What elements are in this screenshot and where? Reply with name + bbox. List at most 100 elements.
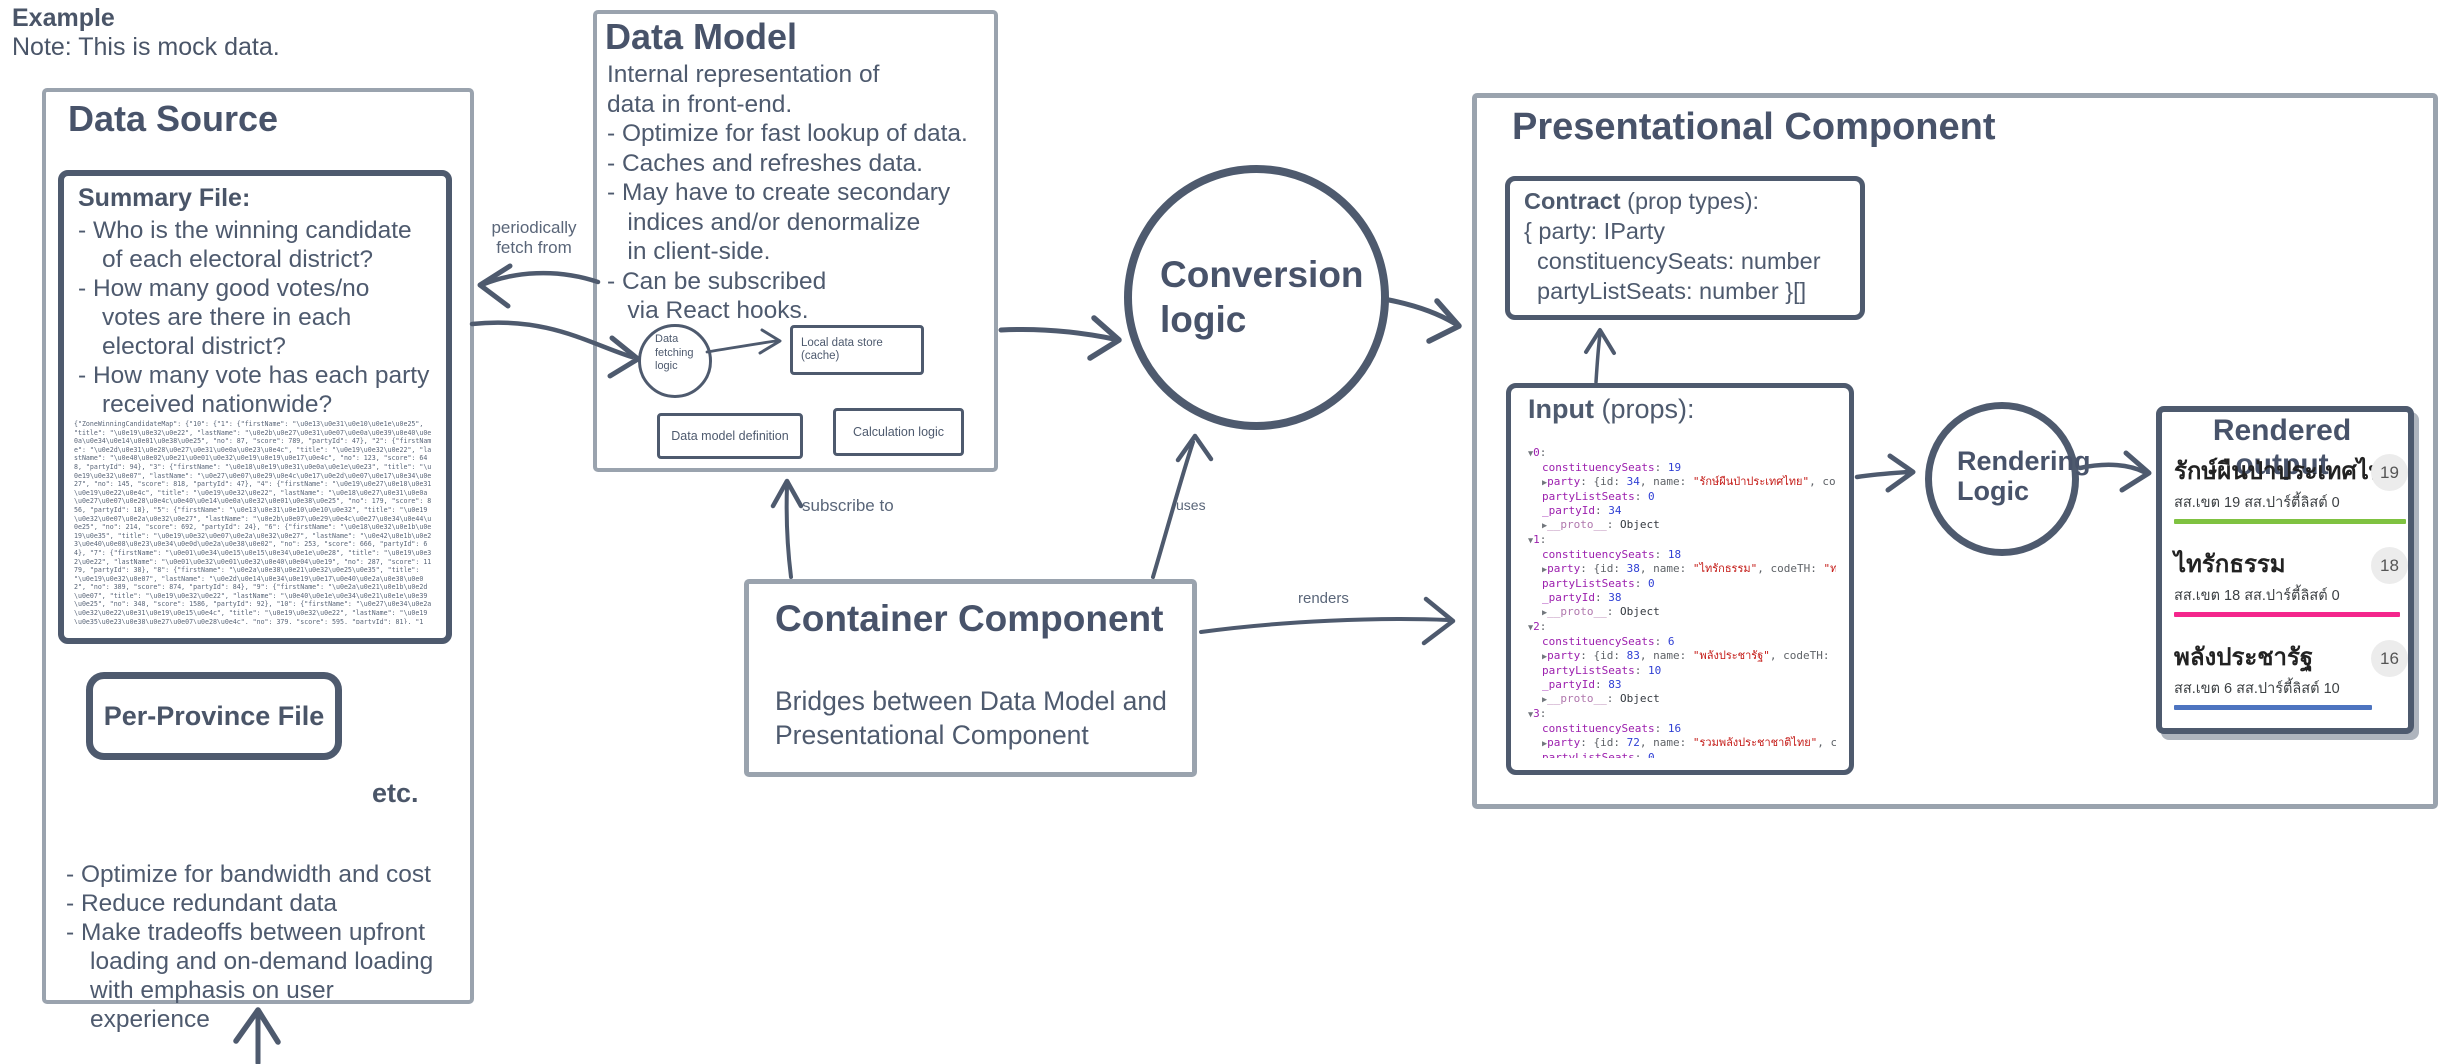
party-name: รักษ์ผืนป่าประเทศไทย xyxy=(2174,458,2399,485)
arrow-conversion-to-presentational xyxy=(1386,297,1462,344)
console-line: ▶party: {id: 72, name: "รวมพลังประชาชาติ… xyxy=(1542,736,1836,749)
arrow-model-to-conversion xyxy=(998,315,1122,361)
list-item: Local data store xyxy=(801,337,883,349)
local-data-store-label: Local data store(cache) xyxy=(801,337,883,363)
contract-heading-rest: (prop types): xyxy=(1620,188,1760,214)
party-seats-subtitle: สส.เขต 6 สส.ปาร์ตี้ลิสต์ 10 xyxy=(2174,681,2340,697)
console-line: ▼3: xyxy=(1528,707,1547,720)
input-heading-bold: Input xyxy=(1528,394,1594,424)
data-model-definition-label: Data model definition xyxy=(671,429,789,443)
label-periodically-fetch-line2: fetch from xyxy=(496,238,572,257)
presentational-component-title: Presentational Component xyxy=(1512,106,1996,148)
list-item: constituencySeats: number xyxy=(1524,248,1821,274)
note-subtitle: Note: This is mock data. xyxy=(12,33,280,61)
party-name: พลังประชารัฐ xyxy=(2174,644,2314,671)
list-item: - Optimize for bandwidth and cost xyxy=(66,861,431,888)
console-line: constituencySeats: 6 xyxy=(1542,635,1675,648)
arrow-subscribe-to xyxy=(770,478,804,579)
label-uses: uses xyxy=(1176,497,1206,513)
console-line: _partyId: 34 xyxy=(1542,504,1622,517)
console-line: partyListSeats: 0 xyxy=(1542,577,1655,590)
data-source-title: Data Source xyxy=(68,98,279,139)
conversion-logic-line2: logic xyxy=(1160,299,1247,340)
list-item: - How many vote has each party received … xyxy=(78,362,430,418)
data-model-definition-box: Data model definition xyxy=(657,413,803,459)
console-line: ▶__proto__: Object xyxy=(1542,692,1660,705)
disclosure-triangle-icon: ▶ xyxy=(1542,521,1548,531)
disclosure-triangle-icon: ▼ xyxy=(1528,449,1534,459)
note-title: Example xyxy=(12,4,115,32)
console-line: partyListSeats: 10 xyxy=(1542,664,1662,677)
container-component-title: Container Component xyxy=(775,598,1164,639)
disclosure-triangle-icon: ▼ xyxy=(1528,710,1534,720)
rendering-logic-label: Rendering Logic xyxy=(1957,446,2091,506)
contract-content: Contract (prop types): { party: IParty c… xyxy=(1524,186,1821,306)
list-item: via React hooks. xyxy=(607,297,809,324)
contract-lines: { party: IParty constituencySeats: numbe… xyxy=(1524,216,1821,306)
contract-heading-bold: Contract xyxy=(1524,188,1621,214)
list-item: data in front-end. xyxy=(607,90,793,118)
summary-file-heading: Summary File: xyxy=(78,184,251,212)
console-line: partyListSeats: 0 xyxy=(1542,751,1655,758)
console-line: ▼0: xyxy=(1528,446,1547,459)
rendering-logic-circle xyxy=(1925,402,2079,556)
party-name: ไทรักธรรม xyxy=(2174,551,2286,578)
console-line: ▼2: xyxy=(1528,620,1547,633)
rendering-logic-line2: Logic xyxy=(1957,476,2029,506)
list-item: Internal representation of xyxy=(607,61,880,88)
data-model-title: Data Model xyxy=(605,16,798,57)
party-seats-badge: 18 xyxy=(2371,547,2408,584)
disclosure-triangle-icon: ▶ xyxy=(1542,565,1548,575)
disclosure-triangle-icon: ▼ xyxy=(1528,623,1534,633)
summary-json-blob: {"ZoneWinningCandidateMap": {"10": {"1":… xyxy=(74,420,432,624)
list-item: - May have to create secondary xyxy=(607,179,951,206)
disclosure-triangle-icon: ▼ xyxy=(1528,536,1534,546)
party-result-card: ไทรักธรรม 18 สส.เขต 18 สส.ปาร์ตี้ลิสต์ 0 xyxy=(2174,547,2408,617)
arrow-periodically-fetch xyxy=(477,263,601,309)
input-heading-rest: (props): xyxy=(1593,394,1695,424)
console-line: constituencySeats: 18 xyxy=(1542,548,1682,561)
disclosure-triangle-icon: ▶ xyxy=(1542,608,1548,618)
label-periodically-fetch-line1: periodically xyxy=(491,218,577,237)
list-item: (cache) xyxy=(801,350,840,362)
label-renders: renders xyxy=(1298,590,1349,607)
disclosure-triangle-icon: ▶ xyxy=(1542,478,1548,488)
data-source-notes: - Optimize for bandwidth and cost- Reduc… xyxy=(66,860,458,1034)
calculation-logic-label: Calculation logic xyxy=(852,425,945,439)
party-seats-badge: 16 xyxy=(2371,640,2408,677)
calculation-logic-box: Calculation logic xyxy=(833,408,964,456)
list-item: Data xyxy=(655,333,679,345)
label-periodically-fetch: periodically fetch from xyxy=(478,218,590,258)
conversion-logic-circle xyxy=(1124,165,1389,430)
console-line: ▶party: {id: 38, name: "ไทรักธรรม", code… xyxy=(1542,562,1836,575)
console-line: ▶__proto__: Object xyxy=(1542,605,1660,618)
summary-file-questions: - Who is the winning candidate of each e… xyxy=(78,216,434,419)
list-item: - Make tradeoffs between upfront loading… xyxy=(66,919,434,1033)
input-props-console: ▼0:constituencySeats: 19▶party: {id: 34,… xyxy=(1528,446,1836,758)
disclosure-triangle-icon: ▶ xyxy=(1542,652,1548,662)
list-item: - Optimize for fast lookup of data. xyxy=(607,120,968,147)
list-item: { party: IParty xyxy=(1524,218,1666,244)
conversion-logic-line1: Conversion xyxy=(1160,254,1364,295)
summary-file-box xyxy=(58,170,452,644)
console-line: _partyId: 83 xyxy=(1542,678,1622,691)
console-line: ▶__proto__: Object xyxy=(1542,518,1660,531)
list-item: logic xyxy=(655,360,678,372)
party-seats-badge: 19 xyxy=(2371,454,2408,491)
list-item: - Reduce redundant data xyxy=(66,890,338,917)
input-props-heading: Input (props): xyxy=(1528,394,1695,425)
party-color-bar xyxy=(2174,705,2372,710)
party-seats-subtitle: สส.เขต 19 สส.ปาร์ตี้ลิสต์ 0 xyxy=(2174,495,2340,511)
contract-box xyxy=(1505,176,1865,320)
list-item: - How many good votes/no votes are there… xyxy=(78,275,370,360)
disclosure-triangle-icon: ▶ xyxy=(1542,695,1548,705)
disclosure-triangle-icon: ▶ xyxy=(1542,739,1548,749)
per-province-file-label: Per-Province File xyxy=(103,700,325,731)
party-seats-subtitle: สส.เขต 18 สส.ปาร์ตี้ลิสต์ 0 xyxy=(2174,588,2340,604)
note-block: Example Note: This is mock data. xyxy=(12,4,280,62)
local-data-store-box: Local data store(cache) xyxy=(790,325,924,375)
list-item: fetching xyxy=(655,346,694,359)
